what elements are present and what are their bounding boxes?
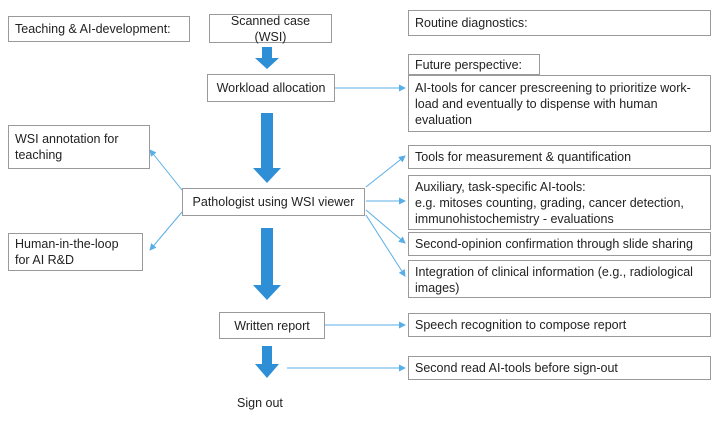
measurement-tools-box: Tools for measurement & quantification (408, 145, 711, 169)
connector-pathologist-annotation (149, 149, 183, 191)
human-in-loop-box: Human-in-the-loop for AI R&D (8, 233, 143, 271)
pathologist-box: Pathologist using WSI viewer (182, 188, 365, 216)
sign-out-label: Sign out (237, 396, 283, 410)
heading-teaching: Teaching & AI-development: (8, 16, 190, 42)
written-report-box: Written report (219, 312, 325, 339)
connector-pathologist-second-opinion (365, 209, 406, 244)
connector-pathologist-human (149, 211, 183, 251)
second-read-box: Second read AI-tools before sign-out (408, 356, 711, 380)
connector-pathologist-clinical (365, 214, 406, 277)
flow-arrow-1 (255, 47, 279, 69)
flow-arrow-2 (253, 113, 281, 183)
flow-arrow-3 (253, 228, 281, 300)
second-opinion-box: Second-opinion confirmation through slid… (408, 232, 711, 256)
heading-routine: Routine diagnostics: (408, 10, 711, 36)
flow-arrow-4 (255, 346, 279, 378)
connector-pathologist-measurement (365, 155, 406, 188)
auxiliary-tools-box: Auxiliary, task-specific AI-tools: e.g. … (408, 175, 711, 230)
scanned-case-box: Scanned case (WSI) (209, 14, 332, 44)
clinical-integration-box: Integration of clinical information (e.g… (408, 260, 711, 298)
workload-allocation-box: Workload allocation (207, 74, 335, 102)
future-perspective-title-box: Future perspective: (408, 54, 540, 75)
speech-recognition-box: Speech recognition to compose report (408, 313, 711, 337)
wsi-annotation-box: WSI annotation for teaching (8, 125, 150, 169)
future-perspective-box: AI-tools for cancer prescreening to prio… (408, 75, 711, 132)
